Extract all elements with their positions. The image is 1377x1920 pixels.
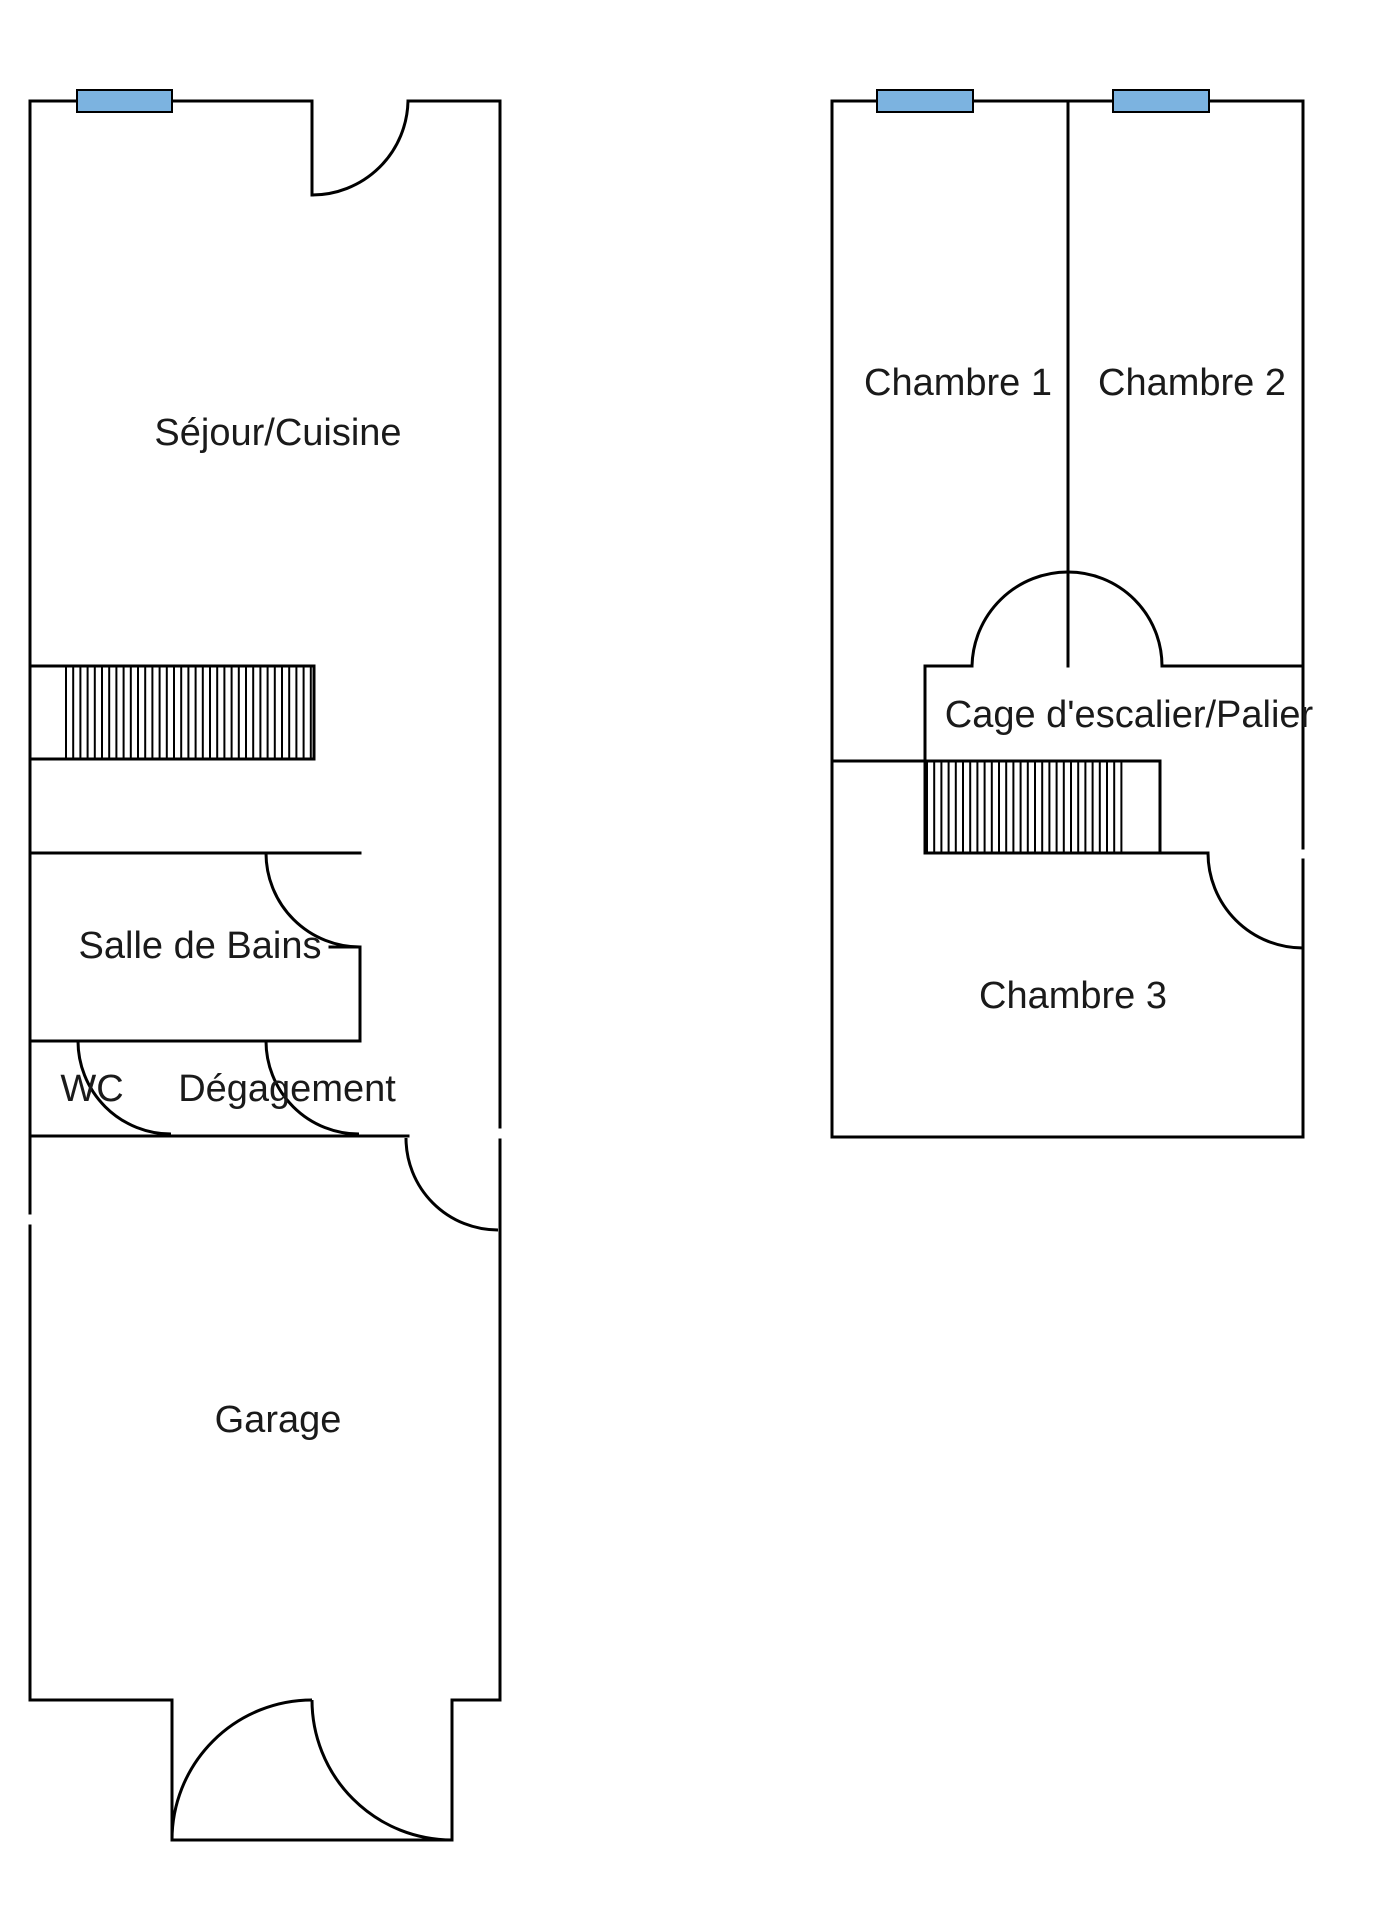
entrance-door-swing — [311, 100, 410, 197]
room-label-palier: Cage d'escalier/Palier — [945, 694, 1314, 736]
bathroom-door-swing — [264, 852, 361, 949]
ground-floor-window — [76, 89, 173, 113]
upper-floor: Chambre 1 Chambre 2 Cage d'escalier/Pali… — [830, 89, 1314, 1139]
garage-double-door-right — [310, 1699, 453, 1842]
chambre2-door-swing — [1067, 570, 1164, 667]
room-label-wc: WC — [60, 1068, 123, 1110]
upper-floor-stair-treads — [926, 761, 1123, 853]
room-label-chambre-1: Chambre 1 — [864, 362, 1052, 404]
chambre3-door-swing — [1206, 852, 1304, 950]
garage-door-swing — [404, 1137, 499, 1232]
upper-floor-outer-wall — [830, 99, 1305, 1139]
ground-floor-outer-wall — [28, 99, 502, 1842]
degagement-door-swing — [264, 1040, 360, 1136]
room-label-degagement: Dégagement — [178, 1068, 396, 1110]
garage-double-door-left — [170, 1698, 313, 1841]
room-label-chambre-2: Chambre 2 — [1098, 362, 1286, 404]
ground-floor: Séjour/Cuisine Salle de Bains WC Dégagem… — [28, 89, 502, 1842]
room-label-salle-de-bains: Salle de Bains — [79, 925, 322, 967]
room-label-chambre-3: Chambre 3 — [979, 975, 1167, 1017]
ground-floor-stair-treads — [65, 666, 312, 759]
upper-floor-window-1 — [876, 89, 974, 113]
upper-floor-window-2 — [1112, 89, 1210, 113]
chambre1-door-swing — [970, 570, 1069, 667]
wc-door-swing — [76, 1040, 172, 1136]
room-label-sejour: Séjour/Cuisine — [154, 412, 401, 454]
room-label-garage: Garage — [215, 1399, 342, 1441]
